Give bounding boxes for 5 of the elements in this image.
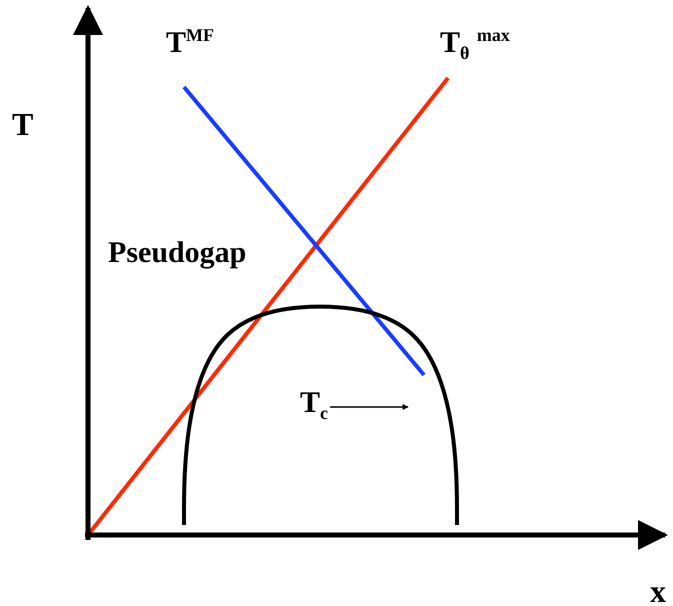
region-label: Pseudogap	[108, 238, 246, 268]
curve-label: T$^{MF}$	[166, 26, 214, 58]
axis-label: T	[12, 108, 34, 140]
curve-label: T$_{c}$	[300, 388, 328, 422]
axis-label: x	[650, 575, 666, 606]
